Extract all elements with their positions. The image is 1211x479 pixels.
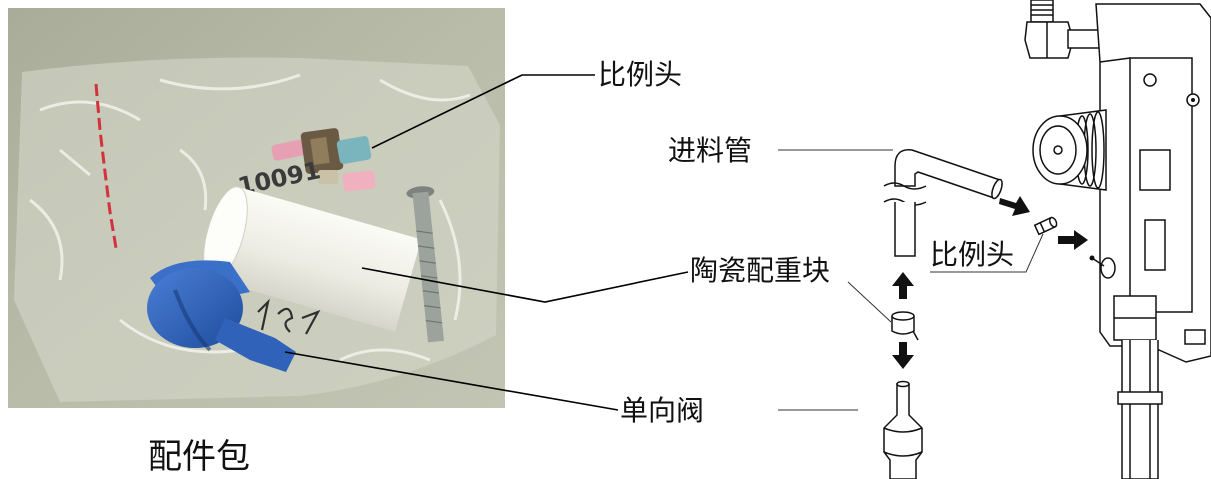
- leader-ceramic-weight-photo: [361, 267, 689, 303]
- diagram-leader-lines: [778, 149, 1044, 411]
- photo-leader-lines: [284, 74, 689, 411]
- arrow-right-icon: [999, 196, 1030, 216]
- leader-ratio-head-diagram: [930, 233, 1044, 273]
- arrow-up-icon: [892, 272, 914, 299]
- bolt-photo: [406, 186, 445, 343]
- label-ratio-head-diagram: 比例头: [930, 238, 1014, 271]
- ratio-head-drawing: [1033, 216, 1058, 236]
- red-zip-strip: [94, 83, 118, 249]
- arrow-right-icon: [1058, 230, 1088, 250]
- bag-scribble: [257, 298, 321, 335]
- leader-ratio-head-photo: [371, 74, 595, 149]
- leader-check-valve-photo: [284, 351, 619, 411]
- label-check-valve: 单向阀: [620, 394, 704, 427]
- arrow-down-icon: [892, 342, 914, 369]
- label-ceramic-weight: 陶瓷配重块: [690, 254, 830, 287]
- check-valve-drawing: [883, 380, 923, 479]
- leader-ceramic-weight: [847, 281, 892, 323]
- label-ratio-head-photo: 比例头: [598, 58, 682, 91]
- bag-wrinkles: [29, 73, 471, 362]
- ratio-head-parts: [271, 128, 376, 192]
- dosing-machine-drawing: [1024, 0, 1211, 479]
- accessory-kit-photo: 10091: [8, 8, 505, 408]
- label-feed-pipe: 进料管: [668, 134, 752, 167]
- photo-caption: 配件包: [148, 437, 250, 477]
- feed-pipe-drawing: [883, 149, 1003, 257]
- check-valve-photo: [147, 260, 296, 372]
- ceramic-weight-drawing: [891, 311, 919, 341]
